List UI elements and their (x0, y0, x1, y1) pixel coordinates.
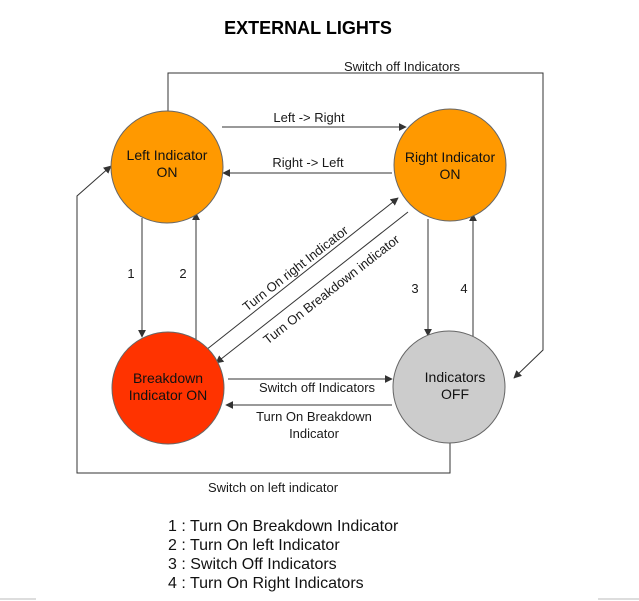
label-left-to-right: Left -> Right (273, 110, 345, 125)
state-label-line-1: Indicators (425, 369, 486, 385)
edge-switch-off-outer (167, 72, 544, 379)
state-circle (393, 108, 507, 222)
label-turn-on-breakdown-line-1: Turn On Breakdown (256, 409, 372, 424)
label-switch-on-left: Switch on left indicator (208, 480, 339, 495)
state-label-line-1: Breakdown (133, 370, 203, 386)
label-num-4: 4 (460, 281, 467, 296)
state-left-indicator: Left Indicator ON (110, 110, 224, 224)
state-circle (392, 330, 506, 444)
legend-item: 1 : Turn On Breakdown Indicator (168, 518, 399, 535)
state-indicators-off: Indicators OFF (392, 330, 506, 444)
state-label-line-2: ON (440, 166, 461, 182)
state-label-line-2: OFF (441, 386, 469, 402)
edge-switch-on-left-outer (76, 165, 451, 474)
state-breakdown-indicator: Breakdown Indicator ON (111, 331, 225, 445)
label-right-to-left: Right -> Left (272, 155, 344, 170)
label-num-1: 1 (127, 266, 134, 281)
state-circle (111, 331, 225, 445)
label-switch-off-mid: Switch off Indicators (259, 380, 376, 395)
label-num-3: 3 (411, 281, 418, 296)
state-label-line-1: Right Indicator (405, 149, 496, 165)
legend: 1 : Turn On Breakdown Indicator 2 : Turn… (168, 517, 398, 593)
diagram-title: EXTERNAL LIGHTS (224, 18, 392, 38)
legend-item: 2 : Turn On left Indicator (168, 537, 340, 554)
label-turn-on-breakdown-line-2: Indicator (289, 426, 340, 441)
state-right-indicator: Right Indicator ON (393, 108, 507, 222)
edges (76, 72, 544, 474)
legend-item: 3 : Switch Off Indicators (168, 556, 337, 573)
edge-right-to-breakdown (215, 211, 409, 364)
state-circle (110, 110, 224, 224)
label-switch-off-top: Switch off Indicators (344, 59, 461, 74)
state-label-line-2: Indicator ON (129, 387, 208, 403)
state-label-line-2: ON (157, 164, 178, 180)
legend-item: 4 : Turn On Right Indicators (168, 575, 364, 592)
label-num-2: 2 (179, 266, 186, 281)
state-label-line-1: Left Indicator (127, 147, 208, 163)
edge-breakdown-to-right (205, 197, 399, 351)
